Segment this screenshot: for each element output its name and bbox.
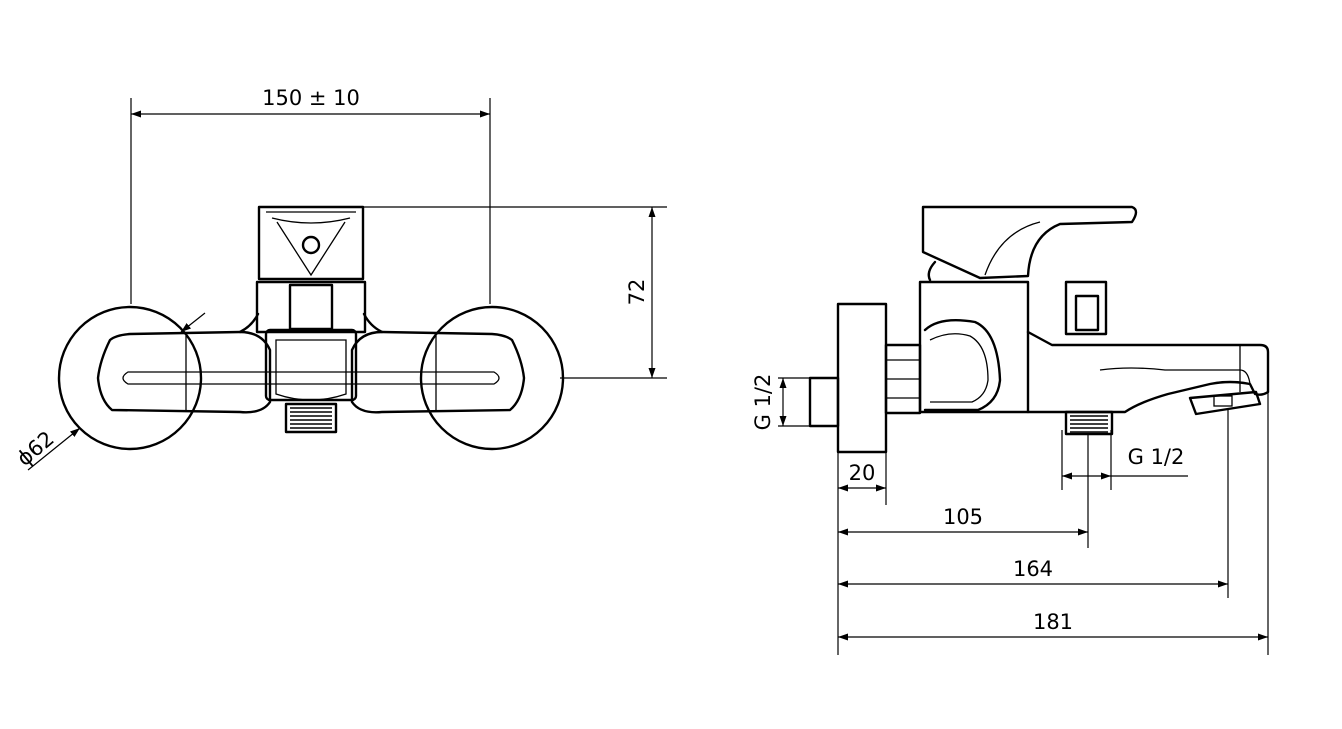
dim-181-label: 181 [1033, 610, 1073, 634]
dim-width-label: 150 ± 10 [262, 86, 360, 110]
dim-105-label: 105 [943, 505, 983, 529]
faucet-body [96, 330, 272, 414]
spout [1026, 330, 1270, 414]
side-rosette [836, 302, 888, 454]
lever-handle[interactable] [921, 205, 1138, 280]
dim-diameter-label: ϕ62 [12, 426, 59, 470]
left-rosette [57, 305, 203, 451]
front-view [57, 205, 565, 451]
dim-20-label: 20 [849, 461, 876, 485]
dim-164-label: 164 [1013, 557, 1053, 581]
dim-height-label: 72 [625, 279, 649, 306]
right-rosette [419, 305, 565, 451]
side-dimensions: G 1/2 20 G 1/2 105 164 181 [751, 374, 1269, 655]
dim-outlet-thread-label: G 1/2 [1128, 445, 1185, 469]
dim-inlet-thread-label: G 1/2 [751, 374, 775, 431]
side-view [808, 205, 1270, 454]
